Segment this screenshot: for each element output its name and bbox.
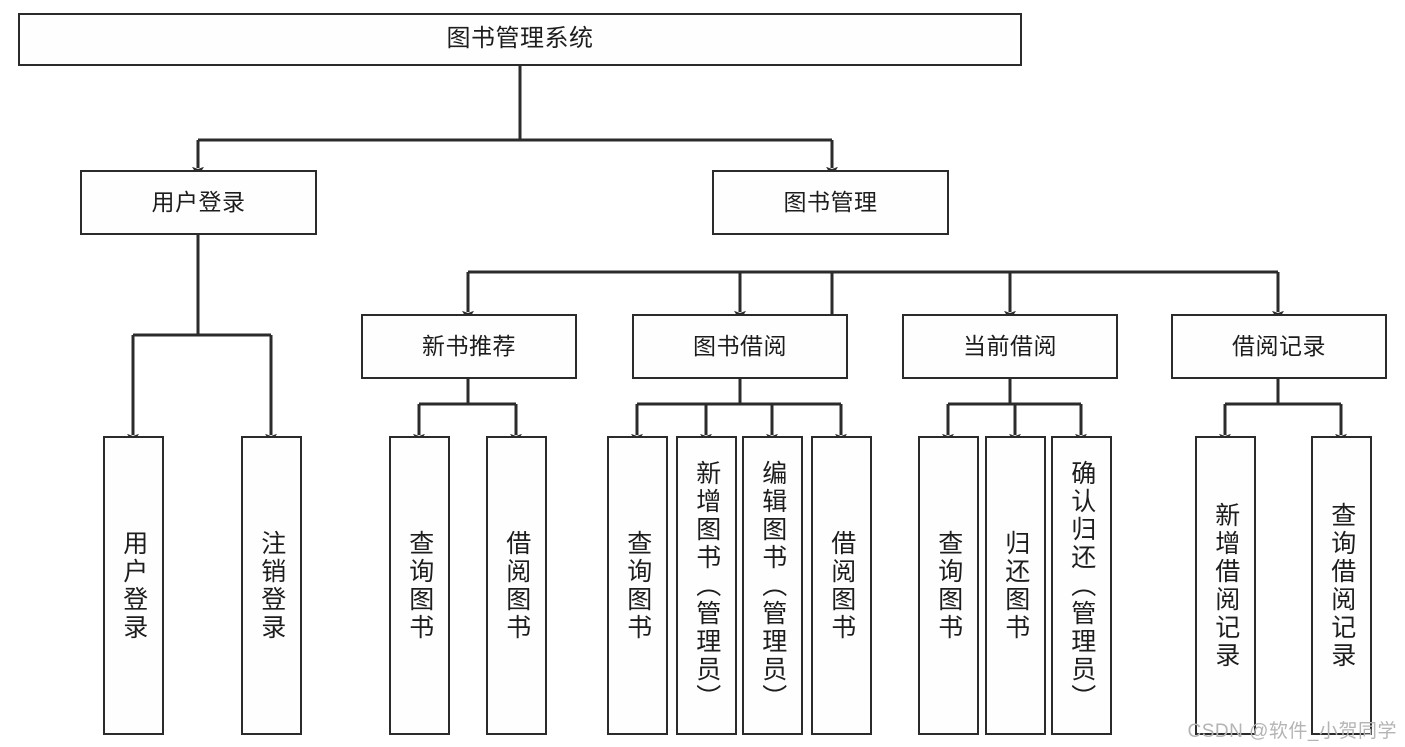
node-label: 新增图书（管理员） <box>692 459 721 712</box>
leaf-borrow-edit-book[interactable]: 编辑图书（管理员） <box>742 436 803 735</box>
node-label: 查询图书 <box>934 529 963 642</box>
leaf-borrow-add-book[interactable]: 新增图书（管理员） <box>676 436 737 735</box>
node-label: 图书管理 <box>783 188 878 215</box>
node-label: 借阅记录 <box>1232 332 1326 359</box>
node-root-system[interactable]: 图书管理系统 <box>18 13 1022 66</box>
node-label: 借阅图书 <box>502 529 531 642</box>
leaf-user-login-signout[interactable]: 注销登录 <box>241 436 302 735</box>
node-new-book-recommend[interactable]: 新书推荐 <box>361 314 577 379</box>
watermark-label: CSDN @软件_小贺同学 <box>1187 721 1397 742</box>
node-label: 注销登录 <box>257 529 286 642</box>
leaf-borrow-query-book[interactable]: 查询图书 <box>607 436 668 735</box>
node-label: 查询图书 <box>405 529 434 642</box>
node-label: 新书推荐 <box>422 332 516 359</box>
node-label: 新增借阅记录 <box>1211 501 1240 670</box>
node-label: 图书管理系统 <box>446 25 594 53</box>
leaf-current-query-book[interactable]: 查询图书 <box>918 436 979 735</box>
node-label: 编辑图书（管理员） <box>758 459 787 712</box>
node-label: 确认归还（管理员） <box>1067 459 1096 712</box>
leaf-new-book-query[interactable]: 查询图书 <box>389 436 450 735</box>
node-label: 当前借阅 <box>963 332 1057 359</box>
node-label: 归还图书 <box>1001 529 1030 642</box>
leaf-current-confirm-return[interactable]: 确认归还（管理员） <box>1051 436 1112 735</box>
node-label: 借阅图书 <box>827 529 856 642</box>
node-label: 用户登录 <box>119 529 148 642</box>
node-book-management[interactable]: 图书管理 <box>712 170 949 235</box>
node-book-borrow[interactable]: 图书借阅 <box>632 314 848 379</box>
leaf-current-return-book[interactable]: 归还图书 <box>985 436 1046 735</box>
node-label: 查询图书 <box>623 529 652 642</box>
leaf-user-login-signin[interactable]: 用户登录 <box>103 436 164 735</box>
leaf-new-book-borrow[interactable]: 借阅图书 <box>486 436 547 735</box>
node-borrow-record[interactable]: 借阅记录 <box>1171 314 1387 379</box>
leaf-record-query[interactable]: 查询借阅记录 <box>1311 436 1372 735</box>
leaf-borrow-borrow-book[interactable]: 借阅图书 <box>811 436 872 735</box>
node-current-borrow[interactable]: 当前借阅 <box>902 314 1118 379</box>
leaf-record-add[interactable]: 新增借阅记录 <box>1195 436 1256 735</box>
node-label: 用户登录 <box>151 188 246 215</box>
node-user-login[interactable]: 用户登录 <box>80 170 317 235</box>
node-label: 图书借阅 <box>693 332 787 359</box>
node-label: 查询借阅记录 <box>1327 501 1356 670</box>
